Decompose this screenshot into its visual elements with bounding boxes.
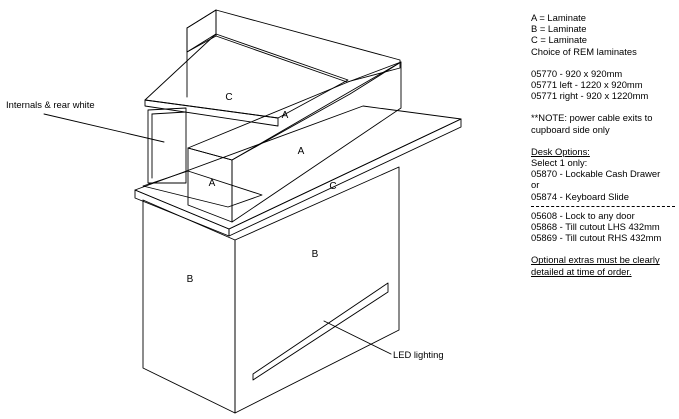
desk-option-keyboard-slide: 05874 - Keyboard Slide bbox=[531, 190, 629, 202]
label-c-counter: C bbox=[329, 181, 336, 192]
label-a-front: A bbox=[298, 146, 305, 157]
led-strip bbox=[252, 282, 389, 381]
label-a-side: A bbox=[209, 178, 216, 189]
size-05771-right: 05771 right - 920 x 1220mm bbox=[531, 90, 649, 102]
extra-till-rhs: 05869 - Till cutout RHS 432mm bbox=[531, 232, 662, 244]
options-divider bbox=[531, 205, 675, 207]
label-b-front: B bbox=[187, 274, 194, 285]
footer-line-2: detailed at time of order. bbox=[531, 265, 632, 277]
worktop-c bbox=[142, 170, 263, 208]
cabinet-left-face bbox=[142, 199, 236, 414]
front-block-face bbox=[231, 61, 402, 223]
label-b-desk: B bbox=[312, 249, 319, 260]
front-block-top bbox=[187, 61, 402, 161]
label-c-top: C bbox=[225, 92, 232, 103]
size-05770: 05770 - 920 x 920mm bbox=[531, 67, 623, 79]
desk-option-select: Select 1 only: bbox=[531, 157, 588, 169]
internal-compartment bbox=[147, 107, 187, 184]
label-a-top: A bbox=[282, 110, 289, 121]
footer-line-1: Optional extras must be clearly bbox=[531, 254, 660, 266]
laminate-c: C = Laminate bbox=[531, 34, 588, 46]
callout-led: LED lighting bbox=[393, 349, 444, 360]
upper-back-panel bbox=[186, 9, 217, 53]
laminate-b: B = Laminate bbox=[531, 23, 587, 35]
desk-option-or: or bbox=[531, 179, 540, 191]
callout-internals-leader bbox=[43, 113, 165, 143]
extra-till-lhs: 05868 - Till cutout LHS 432mm bbox=[531, 221, 660, 233]
laminate-a: A = Laminate bbox=[531, 12, 586, 23]
desk-top-right-edge bbox=[228, 118, 462, 237]
upper-left-edge bbox=[144, 99, 279, 127]
size-05771-left: 05771 left - 1220 x 920mm bbox=[531, 79, 643, 91]
spec-panel: A = Laminate B = Laminate C = Laminate C… bbox=[531, 12, 677, 277]
callout-led-leader bbox=[323, 320, 392, 355]
cabinet-right-face bbox=[234, 166, 400, 414]
extra-lock: 05608 - Lock to any door bbox=[531, 209, 635, 221]
top-frame-a bbox=[215, 9, 401, 83]
top-frame-left-a bbox=[186, 9, 217, 53]
note-line-2: cupboard side only bbox=[531, 123, 610, 135]
note-line-1: **NOTE: power cable exits to bbox=[531, 112, 653, 124]
desk-top-front-edge bbox=[134, 189, 230, 237]
desk-option-cash-drawer: 05870 - Lockable Cash Drawer bbox=[531, 168, 661, 180]
laminate-choice: Choice of REM laminates bbox=[531, 45, 637, 57]
desk-options-title: Desk Options: bbox=[531, 145, 590, 157]
callout-internals: Internals & rear white bbox=[6, 99, 95, 110]
